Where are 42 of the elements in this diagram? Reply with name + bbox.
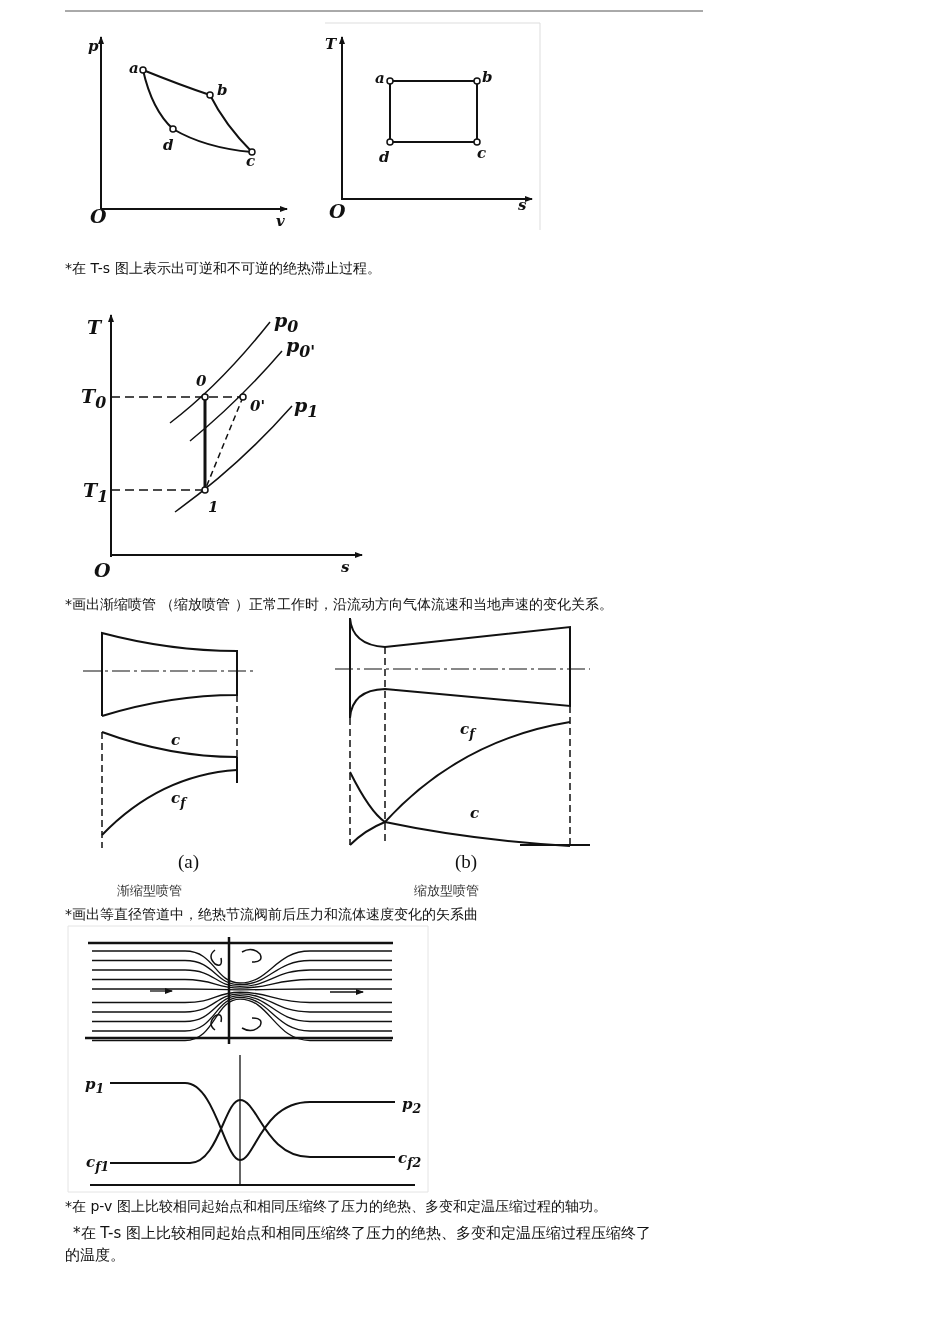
figure-label: (a) xyxy=(178,852,200,871)
axis-label: O xyxy=(329,202,346,221)
point-label: d xyxy=(379,150,390,165)
axis-label: T xyxy=(325,37,337,52)
axis-label: T$_{1}$ xyxy=(83,481,109,505)
curve-label: c xyxy=(470,806,480,821)
axis-label: T xyxy=(87,318,102,337)
axis-label: s xyxy=(518,198,527,213)
question-text: *画出渐缩喷管 （缩放喷管 ）正常工作时，沿流动方向气体流速和当地声速的变化关系。 xyxy=(65,597,613,611)
curve-label: c$_{f1}$ xyxy=(86,1155,110,1174)
curve-label: p$_{0}$ xyxy=(274,311,299,335)
question-text: *在 T-s 图上比较相同起始点和相同压缩终了压力的绝热、多变和定温压缩过程压缩终了的温度。 xyxy=(65,1223,653,1266)
axis-label: O xyxy=(90,207,107,226)
curve-label: c xyxy=(171,733,181,748)
caption: 渐缩型喷管 xyxy=(117,884,182,897)
axis-label: O xyxy=(94,561,111,580)
point-label: 1 xyxy=(208,500,219,515)
point-label: 0' xyxy=(250,399,266,414)
point-label: b xyxy=(217,83,228,98)
curve-label: p$_{1}$ xyxy=(294,396,319,420)
caption: 缩放型喷管 xyxy=(414,884,479,897)
point-label: c xyxy=(246,154,256,169)
axis-label: s xyxy=(341,560,350,575)
point-label: c xyxy=(477,146,487,161)
point-label: d xyxy=(163,138,174,153)
question-text: *画出等直径管道中，绝热节流阀前后压力和流体速度变化的矢系曲 xyxy=(65,907,478,921)
point-label: b xyxy=(482,70,493,85)
point-label: a xyxy=(375,71,385,86)
axis-label: p xyxy=(88,39,99,54)
curve-label: c$_{f2}$ xyxy=(398,1151,422,1170)
point-label: a xyxy=(129,61,139,76)
curve-label: p$_{1}$ xyxy=(85,1077,105,1096)
question-text: *在 p-v 图上比较相同起始点和相同压缩终了压力的绝热、多变和定温压缩过程的轴功。 xyxy=(65,1199,607,1213)
axis-label: T$_{0}$ xyxy=(81,387,107,411)
axis-label: v xyxy=(276,214,285,229)
curve-label: p$_{2}$ xyxy=(402,1097,422,1116)
curve-label: c$_{f}$ xyxy=(460,722,475,741)
question-text: *在 T-s 图上表示出可逆和不可逆的绝热滞止过程。 xyxy=(65,261,381,275)
point-label: 0 xyxy=(196,374,207,389)
curve-label: p$_{0'}$ xyxy=(286,336,316,360)
figure-label: (b) xyxy=(455,852,478,871)
curve-label: c$_{f}$ xyxy=(171,791,186,810)
